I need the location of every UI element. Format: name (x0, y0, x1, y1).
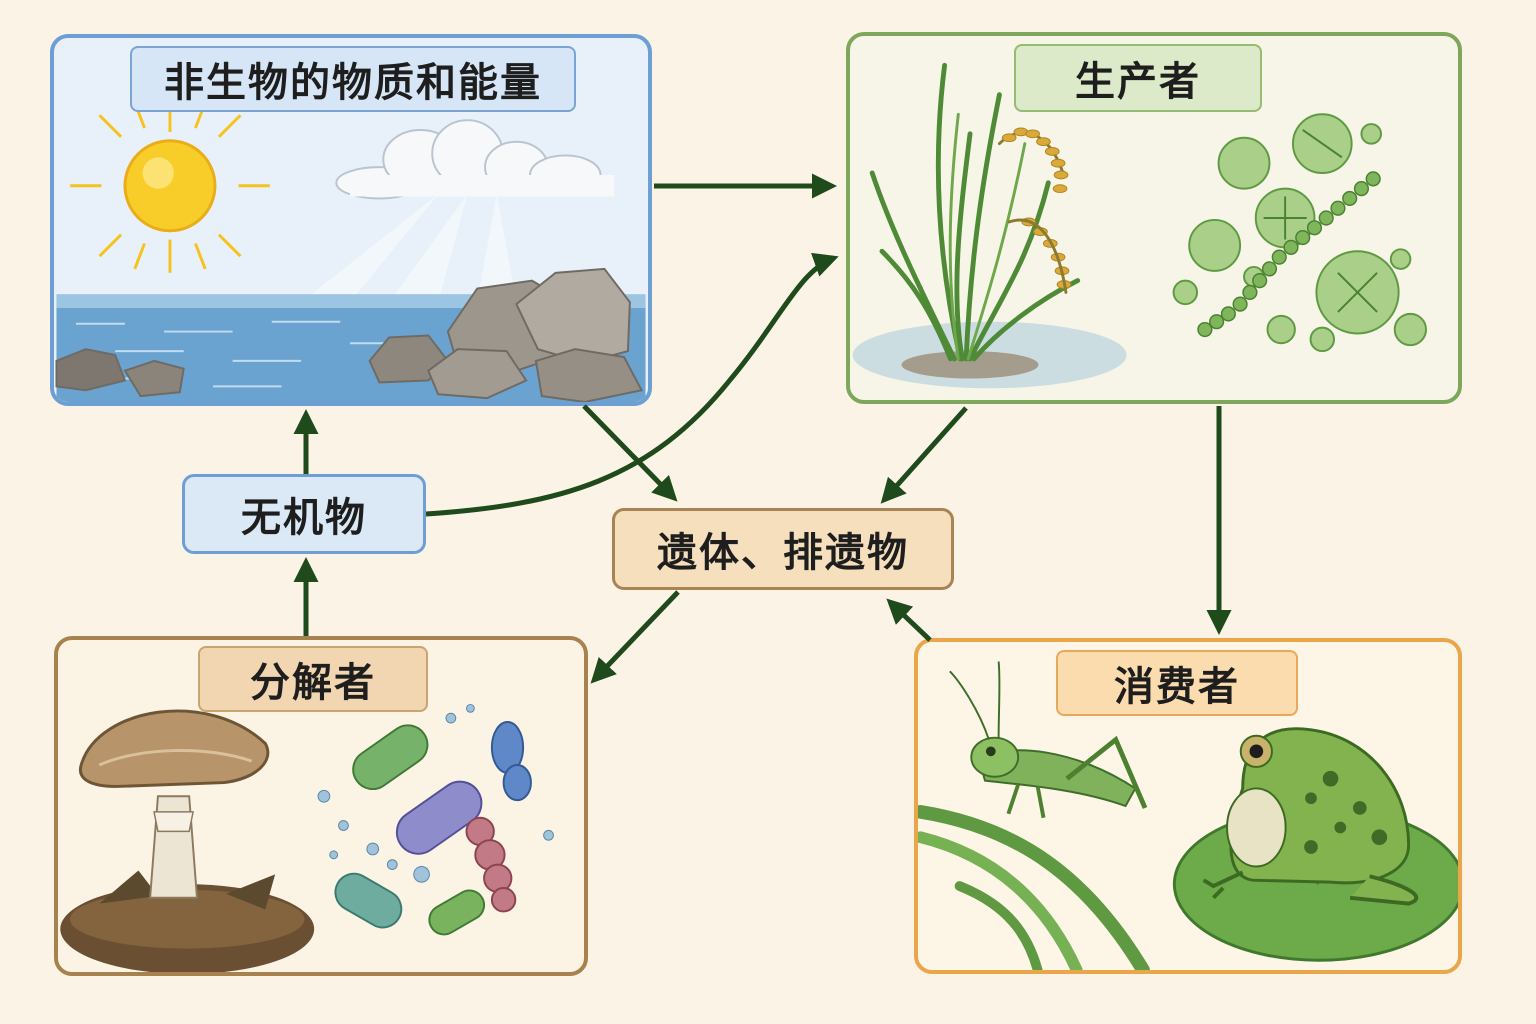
arrow-remains-to-decomposer (590, 590, 680, 684)
decomposer-label: 分解者 (198, 646, 428, 712)
decomposer-box (54, 636, 588, 976)
abiotic-illustration (55, 98, 646, 402)
soil (60, 870, 315, 972)
cloud-icon (335, 119, 615, 200)
water-patch (852, 321, 1127, 389)
producer-box (846, 32, 1462, 404)
producer-illustration (852, 62, 1428, 389)
grass-blades (918, 805, 1150, 970)
rocks-icon (55, 267, 644, 402)
arrow-abiotic-to-remains (582, 404, 678, 502)
frog-icon (1202, 727, 1419, 906)
arrow-consumer-to-remains (886, 598, 932, 642)
decomposer-illustration (60, 703, 554, 972)
consumer-illustration (918, 661, 1458, 970)
sunbeams (301, 194, 517, 303)
sun-icon (70, 98, 270, 273)
bacteria-icon (317, 703, 554, 936)
algae-icon (1172, 113, 1428, 353)
consumer-label: 消费者 (1056, 650, 1298, 716)
grasshopper-icon (949, 661, 1148, 819)
producer-label: 生产者 (1014, 44, 1262, 112)
rice-plant-icon (869, 62, 1081, 362)
mushroom-icon (79, 709, 270, 899)
arrow-producer-to-remains (880, 406, 968, 504)
consumer-box (914, 638, 1462, 974)
inorganic-node: 无机物 (182, 474, 426, 554)
remains-node: 遗体、排遗物 (612, 508, 954, 590)
abiotic-label: 非生物的物质和能量 (130, 46, 576, 112)
arrow-inorganic-to-producer (425, 252, 839, 517)
